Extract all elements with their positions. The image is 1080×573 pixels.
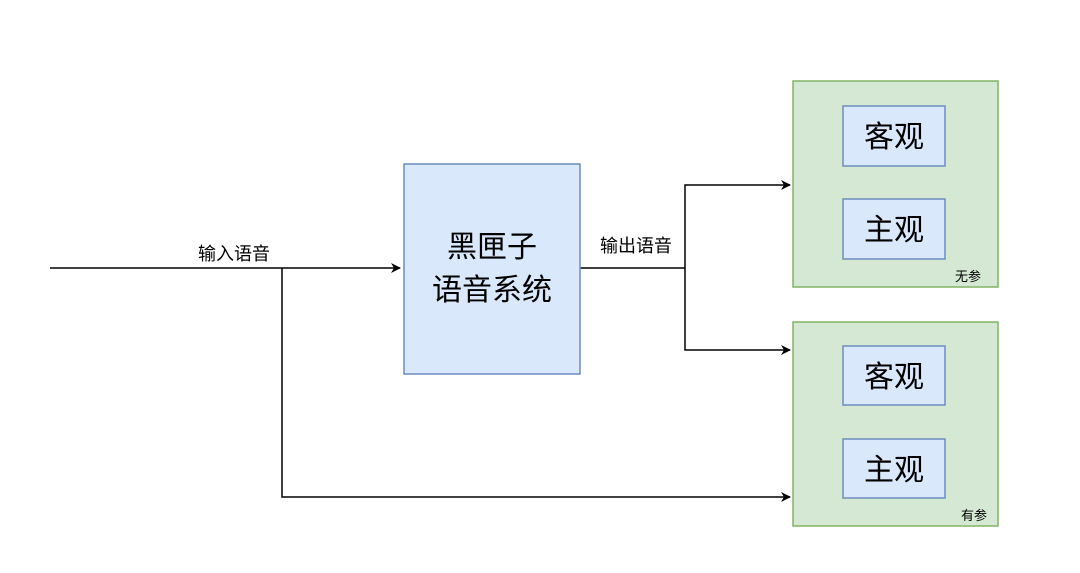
output-arrow-noref <box>684 180 791 268</box>
blackbox-title: 黑匣子 <box>447 230 537 265</box>
input-label: 输入语音 <box>198 244 270 265</box>
output-label: 输出语音 <box>600 236 672 257</box>
output-arrow-ref <box>684 268 791 355</box>
ref-subjective-label: 主观 <box>864 453 924 488</box>
reference-branch-arrow <box>281 268 791 502</box>
noref-subjective-label: 主观 <box>864 213 924 248</box>
ref-tag: 有参 <box>961 508 987 524</box>
noref-objective-label: 客观 <box>864 120 924 155</box>
blackbox-subtitle: 语音系统 <box>432 273 552 308</box>
noref-objective-box <box>842 105 946 167</box>
ref-objective-box <box>842 345 946 406</box>
ref-objective-label: 客观 <box>864 360 924 395</box>
blackbox-system-box <box>403 163 581 375</box>
ref-subjective-box <box>842 438 946 499</box>
noref-subjective-box <box>842 198 946 260</box>
noref-tag: 无参 <box>955 269 981 285</box>
